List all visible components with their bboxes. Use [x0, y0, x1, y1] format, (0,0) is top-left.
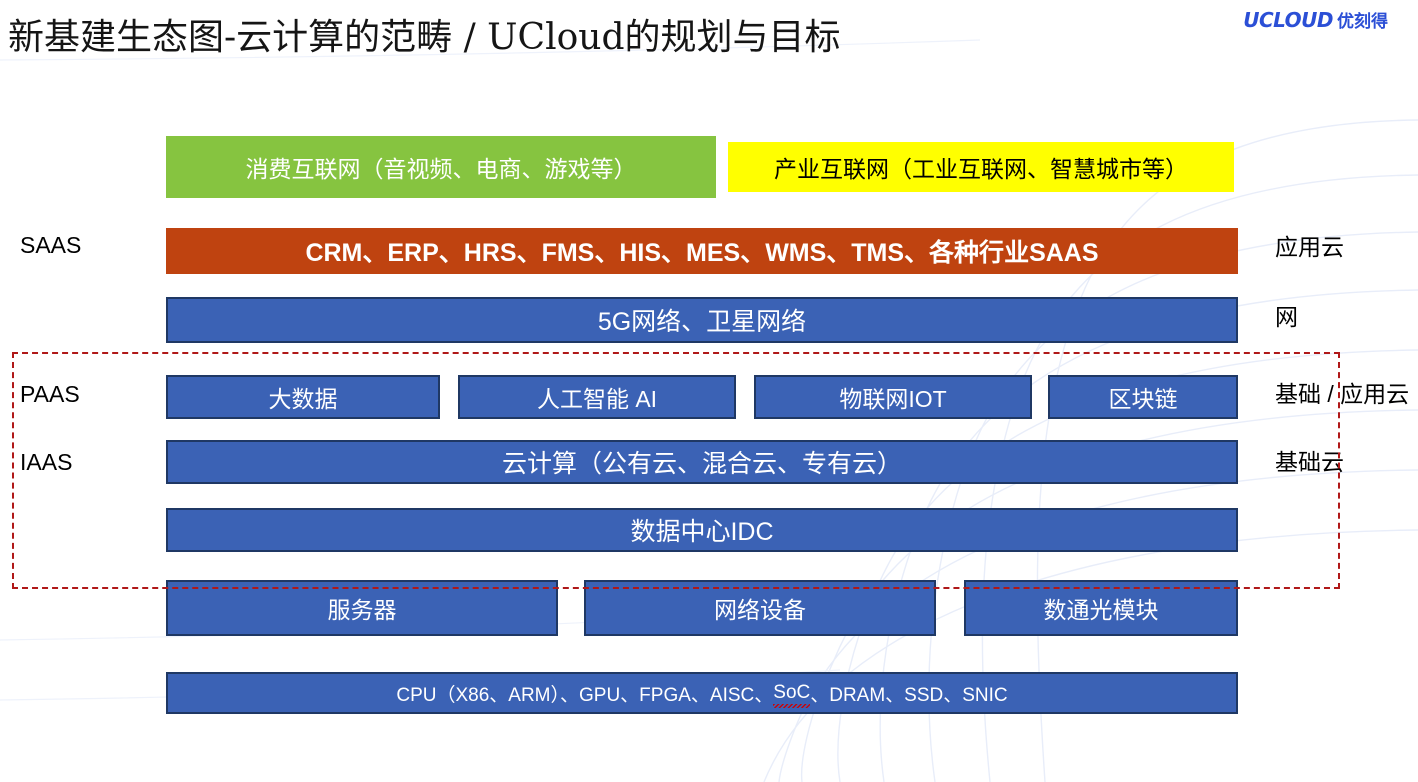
- box-iot[interactable]: 物联网IOT: [754, 375, 1032, 419]
- page-title: 新基建生态图-云计算的范畴 / UCloud的规划与目标: [8, 17, 841, 58]
- chip-soc-misspelled: SoC: [773, 682, 811, 708]
- box-industrial-internet[interactable]: 产业互联网（工业互联网、智慧城市等）: [728, 142, 1234, 192]
- box-consumer-internet[interactable]: 消费互联网（音视频、电商、游戏等）: [166, 136, 716, 198]
- layer-right-label-saas: 应用云: [1275, 234, 1344, 260]
- box-5g-satellite-network[interactable]: 5G网络、卫星网络: [166, 297, 1238, 343]
- box-optical-module[interactable]: 数通光模块: [964, 580, 1238, 636]
- layer-label-paas: PAAS: [20, 381, 80, 407]
- logo-wordmark-en: UCLOUD: [1243, 8, 1333, 32]
- box-data-center-idc[interactable]: 数据中心IDC: [166, 508, 1238, 552]
- box-chip-components[interactable]: CPU（X86、ARM）、GPU、FPGA、AISC、SoC、DRAM、SSD、…: [166, 672, 1238, 714]
- layer-right-label-iaas: 基础云: [1275, 449, 1344, 475]
- layer-right-label-paas: 基础 / 应用云: [1275, 381, 1410, 407]
- layer-label-saas: SAAS: [20, 232, 82, 258]
- chip-list-suffix: 、DRAM、SSD、SNIC: [810, 684, 1008, 706]
- box-blockchain[interactable]: 区块链: [1048, 375, 1238, 419]
- box-artificial-intelligence[interactable]: 人工智能 AI: [458, 375, 736, 419]
- logo-wordmark-cn: 优刻得: [1337, 12, 1388, 31]
- box-big-data[interactable]: 大数据: [166, 375, 440, 419]
- ucloud-logo: UCLOUD 优刻得: [1243, 7, 1388, 32]
- box-saas-apps[interactable]: CRM、ERP、HRS、FMS、HIS、MES、WMS、TMS、各种行业SAAS: [166, 228, 1238, 274]
- layer-label-iaas: IAAS: [20, 449, 73, 475]
- box-network-equipment[interactable]: 网络设备: [584, 580, 936, 636]
- box-cloud-computing[interactable]: 云计算（公有云、混合云、专有云）: [166, 440, 1238, 484]
- layer-right-label-network: 网: [1275, 304, 1298, 330]
- chip-list-prefix: CPU（X86、ARM）、GPU、FPGA、AISC、: [396, 684, 774, 706]
- box-server[interactable]: 服务器: [166, 580, 558, 636]
